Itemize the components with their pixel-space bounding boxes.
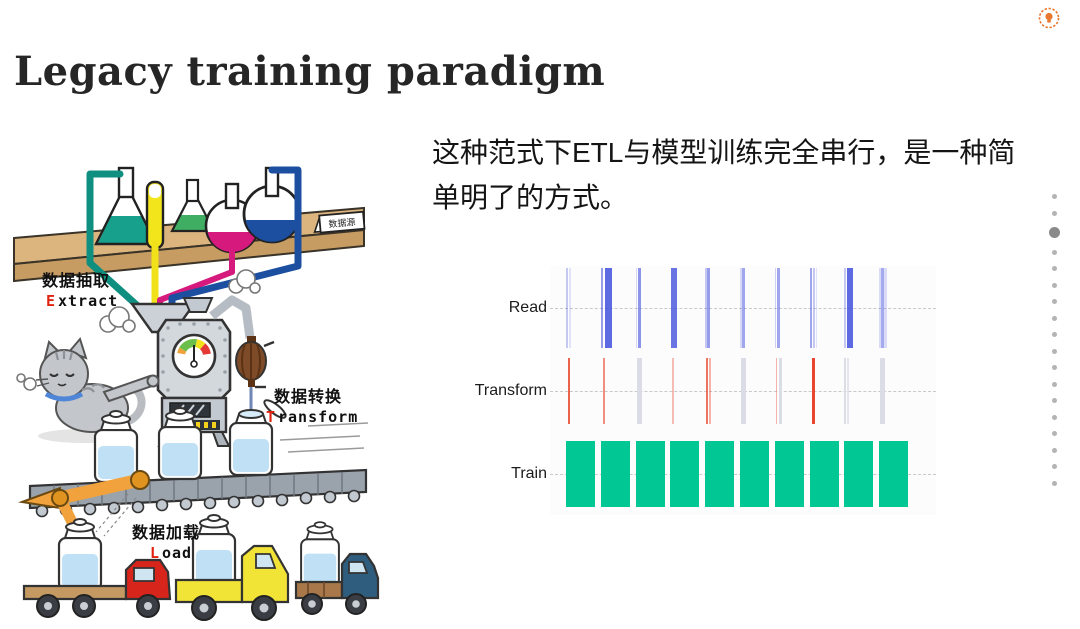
transform-label: 数据转换 T ransform bbox=[266, 387, 358, 426]
transform-bar bbox=[709, 357, 711, 424]
track-transform bbox=[550, 349, 936, 432]
svg-text:ransform: ransform bbox=[278, 408, 358, 426]
read-bar bbox=[604, 267, 612, 348]
bulb-logo-icon[interactable] bbox=[1038, 7, 1060, 29]
pagination-dot[interactable] bbox=[1051, 249, 1057, 255]
svg-text:数据转换: 数据转换 bbox=[274, 387, 342, 406]
train-bar bbox=[809, 440, 839, 507]
pagination-dot[interactable] bbox=[1051, 398, 1057, 403]
load-label: 数据加载 L oad bbox=[132, 523, 200, 562]
read-bar bbox=[815, 267, 818, 348]
train-bar bbox=[635, 440, 665, 507]
pagination-dot[interactable] bbox=[1051, 447, 1057, 453]
transform-bar bbox=[636, 357, 642, 424]
transform-bar bbox=[706, 357, 709, 424]
train-bar bbox=[670, 440, 700, 507]
pagination-dot[interactable] bbox=[1051, 365, 1057, 370]
read-bar bbox=[600, 267, 603, 348]
train-bar bbox=[600, 440, 630, 507]
train-bar bbox=[774, 440, 804, 507]
read-bar bbox=[705, 267, 707, 348]
transform-bar bbox=[847, 357, 850, 424]
yellow-truck bbox=[174, 513, 290, 621]
track-train bbox=[550, 432, 936, 515]
blue-truck bbox=[294, 521, 380, 615]
page-title: Legacy training paradigm bbox=[14, 48, 606, 95]
read-bar bbox=[847, 267, 854, 348]
pagination-dot[interactable] bbox=[1051, 332, 1057, 337]
data-source-flasks bbox=[94, 166, 302, 254]
pagination-dot[interactable] bbox=[1051, 282, 1057, 288]
transform-bar bbox=[672, 357, 674, 424]
pagination-dot[interactable] bbox=[1051, 194, 1057, 199]
read-bar bbox=[637, 267, 641, 348]
data-source-label: 数据源 bbox=[328, 216, 356, 229]
read-bar bbox=[742, 267, 745, 348]
read-bar bbox=[844, 267, 847, 348]
transform-bar bbox=[811, 357, 815, 424]
svg-text:数据加载: 数据加载 bbox=[132, 523, 200, 542]
track-read bbox=[550, 266, 936, 349]
transform-bar bbox=[741, 357, 746, 424]
svg-text:xtract: xtract bbox=[58, 292, 118, 310]
read-bar bbox=[881, 267, 885, 348]
read-bar bbox=[809, 267, 812, 348]
cat bbox=[35, 336, 160, 443]
pagination-dot[interactable] bbox=[1051, 431, 1057, 436]
etl-timeline-chart: Read Transform Train bbox=[458, 266, 936, 515]
read-bar bbox=[776, 267, 780, 348]
read-bar bbox=[566, 267, 568, 348]
transform-bar bbox=[844, 357, 847, 424]
read-bar bbox=[635, 267, 638, 348]
pagination-dot[interactable] bbox=[1051, 464, 1057, 469]
data-source-sign: 数据源 bbox=[313, 210, 366, 234]
chart-row-read: Read bbox=[458, 266, 936, 349]
pagination-dot[interactable] bbox=[1051, 210, 1057, 216]
pagination-dot[interactable] bbox=[1051, 480, 1057, 486]
train-bar bbox=[566, 440, 595, 507]
svg-text:T: T bbox=[266, 408, 275, 426]
row-label-transform: Transform bbox=[474, 381, 547, 399]
read-bar bbox=[879, 267, 888, 348]
transform-bar bbox=[880, 357, 886, 424]
read-bar bbox=[569, 267, 571, 348]
svg-text:oad: oad bbox=[162, 544, 192, 562]
extract-label: 数据抽取 E xtract bbox=[42, 271, 118, 310]
row-label-read: Read bbox=[508, 298, 547, 316]
row-label-train: Train bbox=[511, 464, 547, 482]
chart-row-transform: Transform bbox=[458, 349, 936, 432]
pagination-dot[interactable] bbox=[1051, 414, 1057, 420]
train-bar bbox=[740, 440, 769, 507]
read-bar bbox=[812, 267, 815, 348]
body-paragraph: 这种范式下ETL与模型训练完全串行，是一种简单明了的方式。 bbox=[432, 137, 1016, 213]
read-bar bbox=[740, 267, 742, 348]
train-bar bbox=[705, 440, 735, 507]
pagination-dot[interactable] bbox=[1051, 299, 1057, 304]
transform-bar bbox=[602, 357, 605, 424]
pagination-dot-active[interactable] bbox=[1048, 227, 1060, 238]
transform-bar bbox=[778, 357, 782, 424]
read-bar bbox=[707, 267, 711, 348]
pagination-dot[interactable] bbox=[1051, 266, 1057, 271]
slide-pagination bbox=[1047, 194, 1061, 486]
robot-arm bbox=[18, 470, 150, 561]
svg-text:E: E bbox=[46, 292, 55, 310]
svg-text:L: L bbox=[150, 544, 159, 562]
train-bar bbox=[844, 440, 874, 507]
pagination-dot[interactable] bbox=[1051, 381, 1057, 387]
pagination-dot[interactable] bbox=[1051, 315, 1057, 321]
transform-bar bbox=[568, 357, 570, 424]
chart-row-train: Train bbox=[458, 432, 936, 515]
etl-illustration: 数据源 bbox=[13, 166, 380, 621]
train-bar bbox=[879, 440, 909, 507]
read-bar bbox=[671, 267, 678, 348]
pagination-dot[interactable] bbox=[1051, 348, 1057, 354]
transform-bar bbox=[775, 357, 778, 424]
svg-text:数据抽取: 数据抽取 bbox=[42, 271, 110, 290]
red-flatbed-truck bbox=[22, 517, 172, 618]
read-bar bbox=[774, 267, 777, 348]
steam-icon bbox=[16, 269, 261, 391]
